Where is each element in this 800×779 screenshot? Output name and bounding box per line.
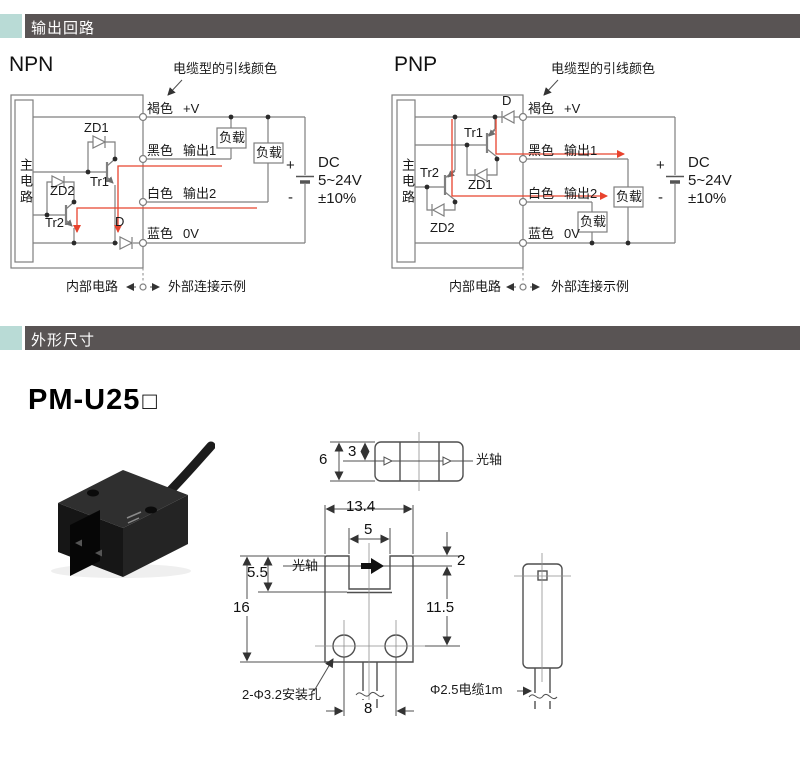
dim-top-axis-offset: 3: [348, 443, 357, 460]
npn-load2-label: 负载: [256, 145, 283, 160]
cable-label: Φ2.5电缆1m: [430, 682, 503, 697]
section-title-output: 输出回路: [31, 20, 96, 37]
product-photo: [51, 441, 215, 578]
pnp-callout-arrow: [543, 79, 559, 96]
npn-legend-internal: 内部电路: [66, 279, 119, 294]
npn-terminal-white: 白色输出2: [147, 186, 217, 201]
pnp-external-circuit: [523, 116, 684, 244]
pnp-circuit-diagram: [391, 79, 684, 291]
pnp-tolerance-label: ±10%: [688, 190, 727, 207]
pnp-load2-label: 负载: [580, 214, 607, 229]
side-view: [514, 553, 571, 709]
model-name: PM-U25□: [28, 384, 158, 416]
optical-axis-arrow: [361, 558, 384, 574]
npn-tolerance-label: ±10%: [318, 190, 357, 207]
npn-external-circuit: [143, 116, 314, 244]
dim-top-height: 6: [319, 451, 328, 468]
npn-zd1-label: ZD1: [84, 120, 109, 135]
section-bar-fill: [25, 326, 800, 350]
section-header-output: 输出回路: [0, 14, 800, 38]
npn-circuit-diagram: [10, 79, 314, 291]
dim-axis-to-holes: 11.5: [424, 599, 457, 617]
pnp-legend-external: 外部连接示例: [551, 279, 630, 294]
pnp-internal-circuit: [391, 94, 524, 282]
mount-holes-label: 2-Φ3.2安装孔: [242, 687, 322, 702]
pnp-callout-label: 电缆型的引线颜色: [551, 61, 656, 76]
npn-title: NPN: [9, 53, 54, 76]
pnp-terminal-black: 黑色输出1: [528, 143, 598, 158]
npn-terminal-brown: 褐色+V: [147, 101, 200, 116]
model-suffix: □: [142, 388, 158, 415]
npn-zd2-label: ZD2: [50, 183, 75, 198]
npn-load1-label: 负载: [219, 130, 246, 145]
npn-callout-arrow: [167, 79, 183, 96]
pnp-load1-label: 负载: [616, 189, 643, 204]
pnp-zd2-label: ZD2: [430, 220, 455, 235]
dim-hole-pitch: 8: [362, 700, 375, 718]
pnp-junction-dots: [424, 114, 631, 246]
dim-axis-depth: 5.5: [247, 564, 268, 581]
pnp-legend-internal: 内部电路: [449, 279, 502, 294]
dim-top-to-axis: 2: [457, 552, 466, 569]
optical-axis-label-top: 光轴: [476, 452, 503, 467]
pnp-voltage-label: 5~24V: [688, 172, 732, 189]
pnp-terminal-white: 白色输出2: [528, 186, 598, 201]
npn-main-circuit-label: 主电路: [17, 158, 33, 206]
dim-slot-width: 5: [364, 521, 373, 538]
npn-terminal-circles: [138, 112, 148, 291]
npn-dc-label: DC: [318, 154, 340, 171]
dim-height: 16: [231, 599, 252, 617]
section-bar-fill: [25, 14, 800, 38]
npn-legend-external: 外部连接示例: [168, 279, 247, 294]
dim-width: 13.4: [346, 498, 376, 515]
sensor-body: [58, 470, 188, 577]
npn-voltage-label: 5~24V: [318, 172, 362, 189]
npn-junction-dots: [44, 114, 271, 246]
npn-tr1-label: Tr1: [90, 174, 110, 189]
pnp-main-circuit-label: 主电路: [399, 158, 415, 206]
npn-terminal-black: 黑色输出1: [147, 143, 217, 158]
section-accent: [0, 14, 22, 38]
pnp-title: PNP: [394, 53, 438, 76]
pnp-current-flow: [451, 119, 625, 200]
npn-d-label: D: [115, 214, 125, 229]
pnp-d-label: D: [502, 93, 512, 108]
pnp-tr1-label: Tr1: [464, 125, 484, 140]
section-header-dimensions: 外形尺寸: [0, 326, 800, 350]
pnp-minus-label: -: [658, 189, 663, 206]
npn-plus-label: +: [286, 157, 295, 174]
pnp-plus-label: +: [656, 157, 665, 174]
pnp-dc-label: DC: [688, 154, 710, 171]
sensor-cable: [162, 441, 215, 499]
pnp-terminal-brown: 褐色+V: [528, 101, 581, 116]
pnp-zd1-label: ZD1: [468, 177, 493, 192]
section-accent: [0, 326, 22, 350]
npn-callout-label: 电缆型的引线颜色: [173, 61, 278, 76]
pnp-tr2-label: Tr2: [420, 165, 440, 180]
npn-current-flow: [73, 165, 257, 233]
npn-minus-label: -: [288, 189, 293, 206]
npn-tr2-label: Tr2: [45, 215, 65, 230]
pnp-terminal-circles: [518, 112, 528, 291]
optical-axis-label-front: 光轴: [292, 558, 319, 573]
section-title-dimensions: 外形尺寸: [31, 332, 96, 349]
top-view: [330, 432, 473, 491]
